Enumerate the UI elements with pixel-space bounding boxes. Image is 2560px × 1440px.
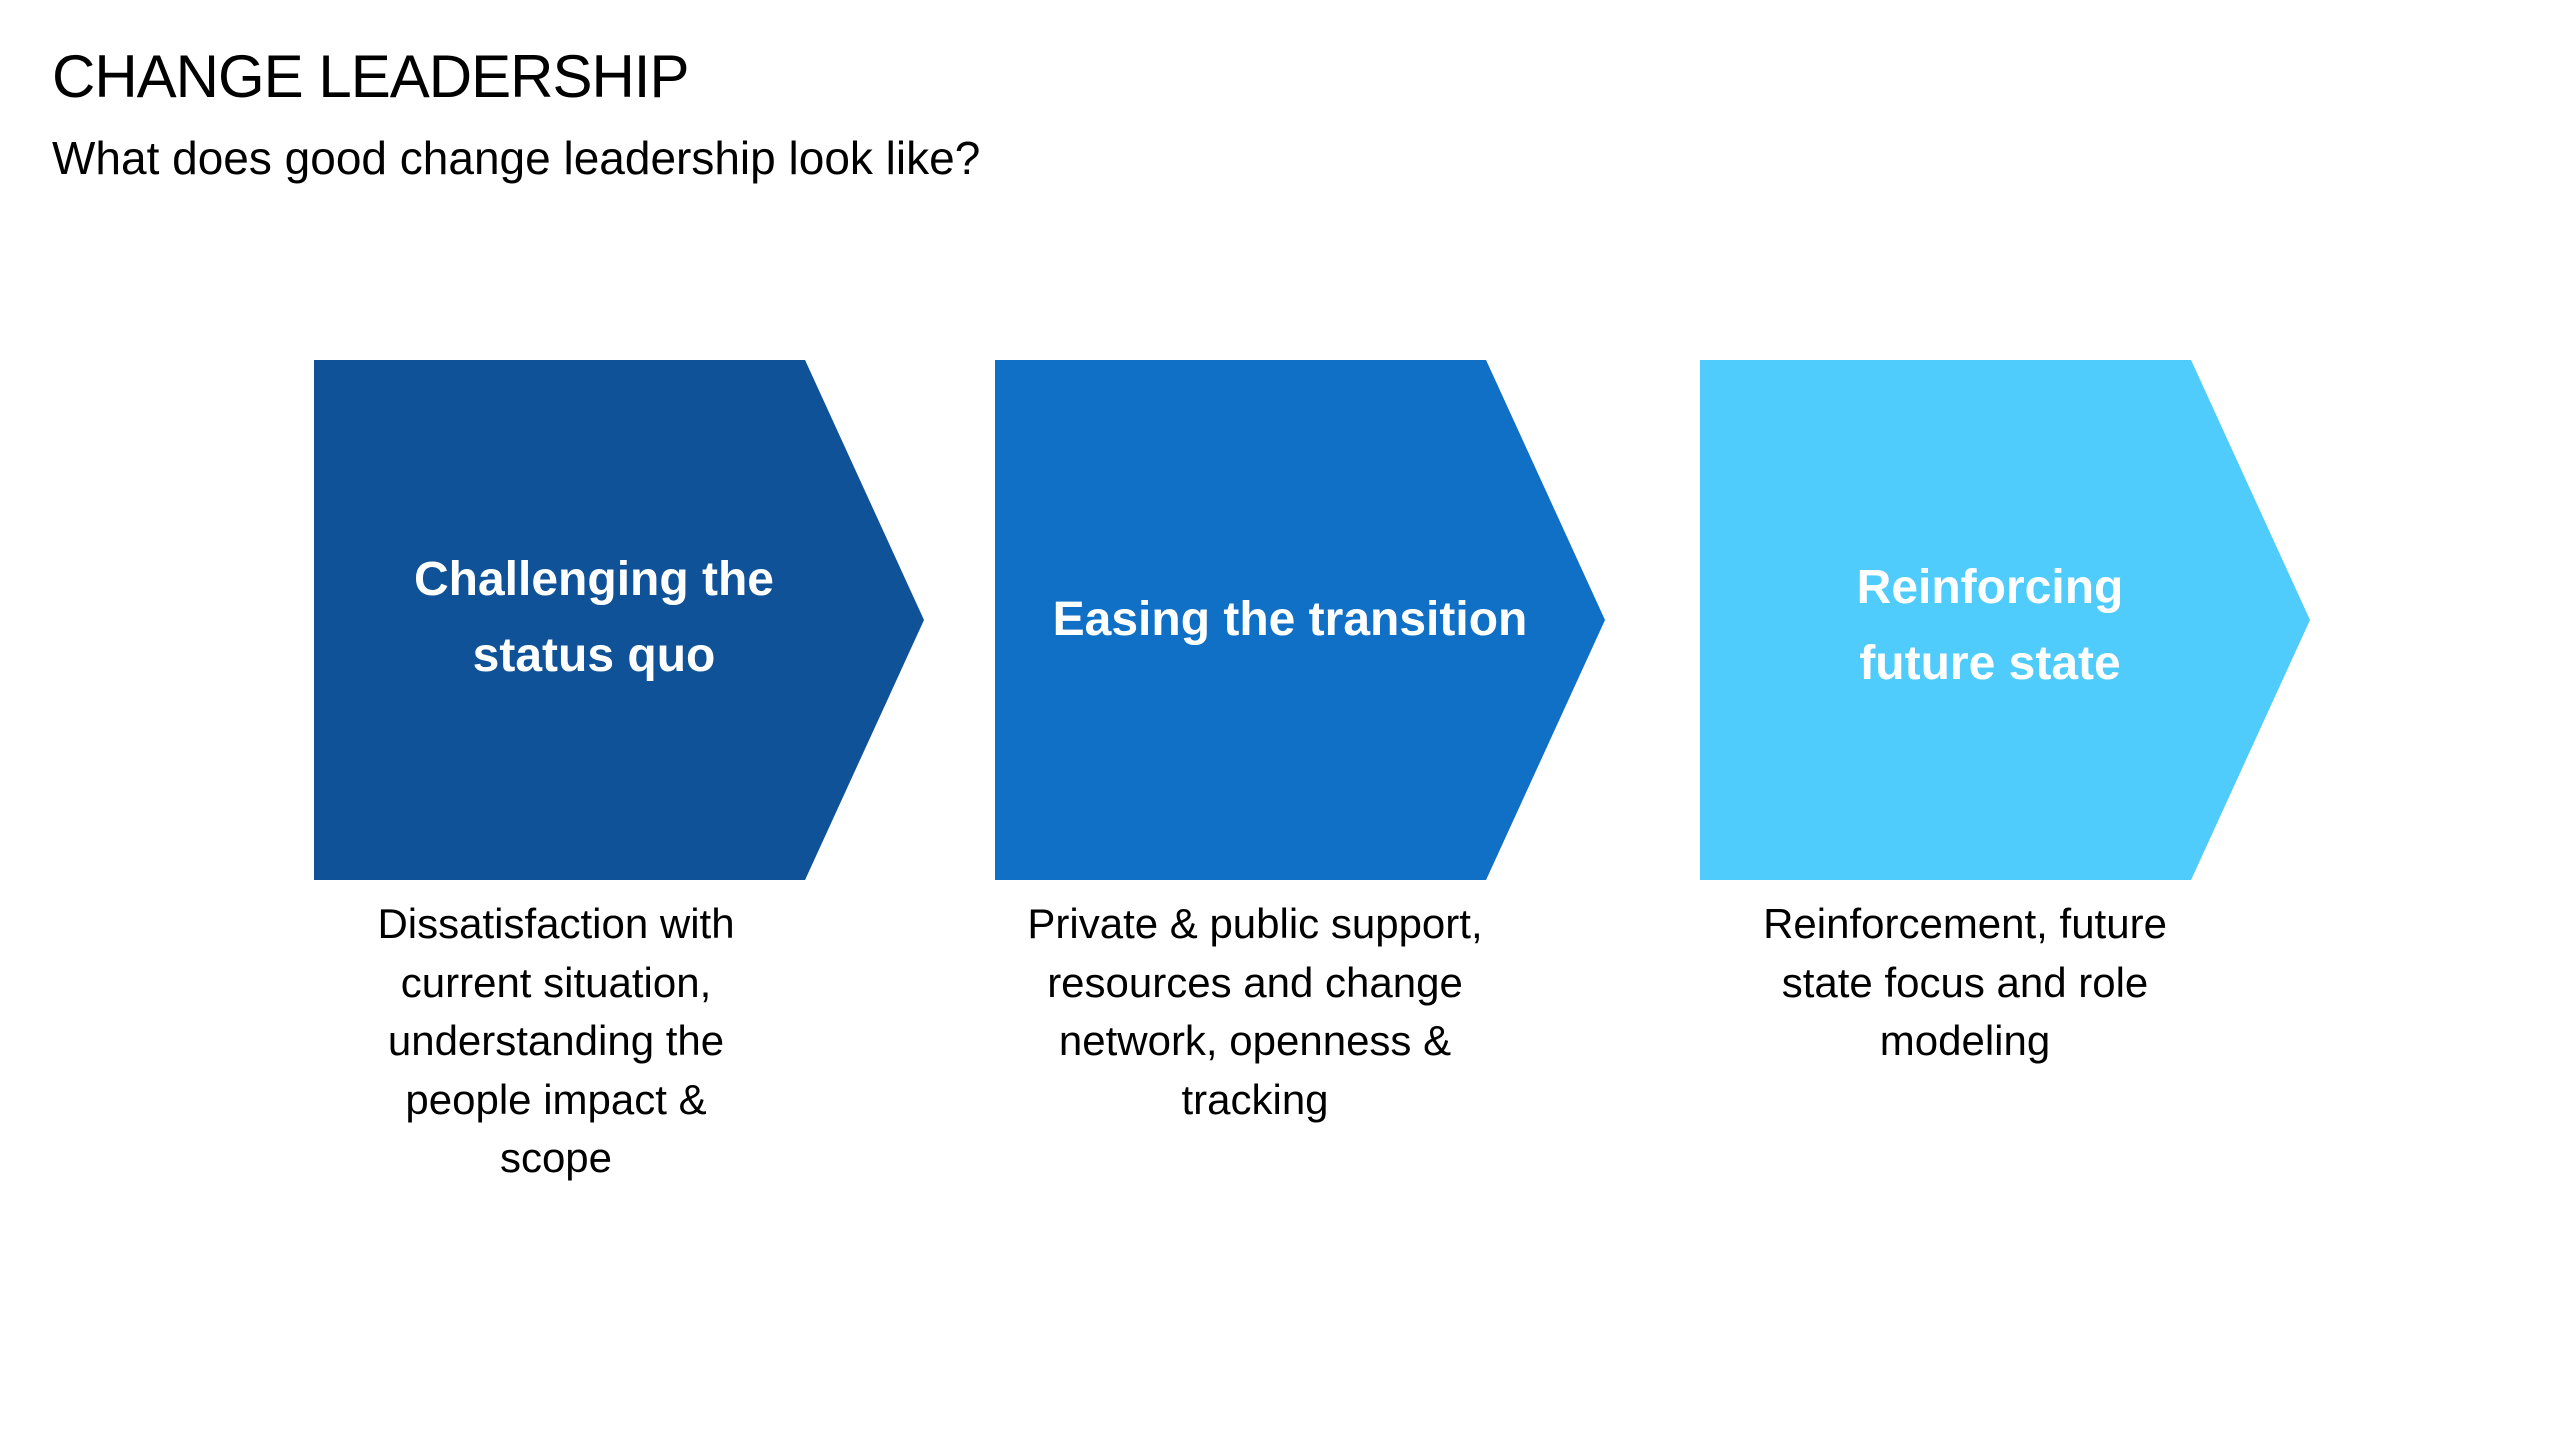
step-2-description-line: resources and change — [1047, 958, 1463, 1006]
step-1-description: Dissatisfaction with current situation, … — [306, 895, 806, 1188]
chevron-step-3-label-line: Reinforcing — [1856, 561, 2124, 614]
chevron-step-2: Easing the transition — [995, 360, 1605, 880]
chevron-step-1-label-line: status quo — [472, 629, 716, 682]
step-2-description-line: tracking — [1181, 1075, 1329, 1123]
chevron-step-1-label: Challenging the status quo — [314, 542, 874, 694]
step-3-description-line: state focus and role — [1781, 958, 2149, 1006]
slide-title: CHANGE LEADERSHIP — [52, 43, 689, 110]
step-1-description-line: Dissatisfaction with — [377, 900, 735, 947]
chevron-step-1-label-line: Challenging the — [414, 553, 774, 606]
step-2-description: Private & public support, resources and … — [975, 895, 1535, 1129]
step-3-description-line: modeling — [1879, 1017, 2051, 1064]
slide-subtitle: What does good change leadership look li… — [52, 132, 981, 184]
chevron-step-3-label-line: future state — [1859, 637, 2121, 690]
chevron-step-3-label: Reinforcing future state — [1700, 550, 2280, 702]
chevron-step-3: Reinforcing future state — [1700, 360, 2310, 880]
step-1-description-line: current situation, — [400, 958, 712, 1006]
step-2-description-line: Private & public support, — [1027, 900, 1483, 947]
step-3-description-line: Reinforcement, future — [1763, 900, 2167, 947]
step-1-description-line: people impact & — [405, 1075, 707, 1123]
step-3-description: Reinforcement, future state focus and ro… — [1705, 895, 2225, 1071]
step-2-description-line: network, openness & — [1058, 1017, 1452, 1064]
chevron-step-2-label-line: Easing the transition — [1052, 593, 1528, 646]
chevron-step-2-label: Easing the transition — [995, 582, 1585, 658]
step-1-description-line: understanding the — [387, 1017, 725, 1064]
chevron-step-1: Challenging the status quo — [314, 360, 924, 880]
step-1-description-line: scope — [499, 1134, 613, 1181]
